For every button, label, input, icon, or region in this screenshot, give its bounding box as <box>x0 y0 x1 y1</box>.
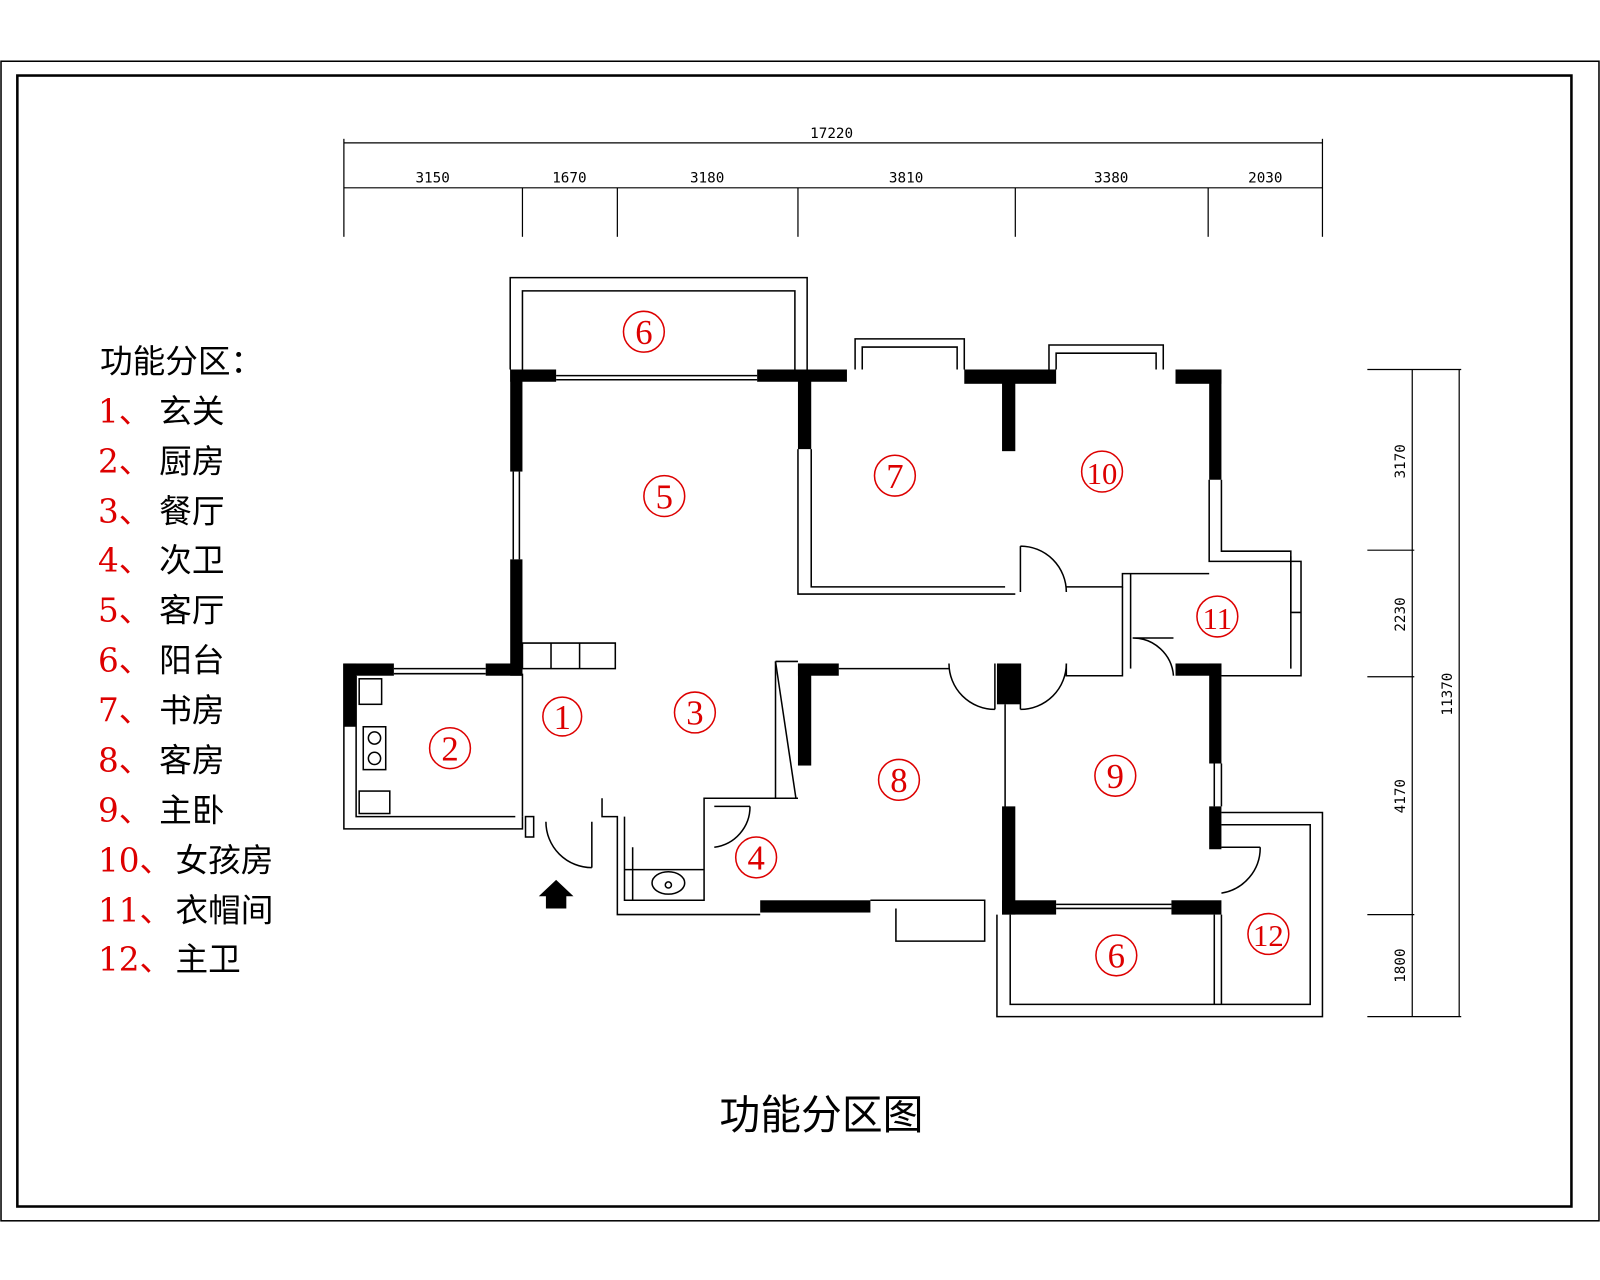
svg-text:8、: 8、 <box>98 742 151 780</box>
top-dimension-chain <box>343 138 1324 237</box>
svg-text:阳台: 阳台 <box>159 642 224 680</box>
svg-text:3: 3 <box>686 694 703 733</box>
svg-text:主卫: 主卫 <box>176 941 241 979</box>
inner-frame <box>16 74 1573 1208</box>
svg-text:12、: 12、 <box>98 941 172 979</box>
room-marker-10: 10 <box>1080 450 1124 493</box>
dim-right-1: 3170 <box>1393 444 1409 478</box>
room-marker-4: 4 <box>734 836 778 879</box>
dim-top-5: 3380 <box>1094 171 1128 187</box>
legend-item: 12、主卫 <box>98 941 241 979</box>
svg-text:书房: 书房 <box>159 692 224 730</box>
svg-text:10: 10 <box>1087 457 1118 491</box>
svg-text:7、: 7、 <box>98 692 151 730</box>
svg-text:7: 7 <box>886 457 903 496</box>
dim-top-2: 1670 <box>552 171 586 187</box>
dim-top-3: 3180 <box>690 171 724 187</box>
svg-text:12: 12 <box>1253 919 1284 953</box>
svg-text:客厅: 客厅 <box>159 592 224 630</box>
kitchen-stove <box>358 678 391 815</box>
svg-text:11、: 11、 <box>98 892 172 930</box>
dim-right-total: 11370 <box>1440 673 1456 716</box>
room-marker-12: 12 <box>1247 912 1290 956</box>
right-dimension-chain <box>1367 368 1462 1018</box>
svg-text:10、: 10、 <box>98 842 172 880</box>
outer-frame <box>0 60 1600 1222</box>
svg-text:11: 11 <box>1203 602 1232 636</box>
svg-text:6: 6 <box>635 313 652 352</box>
room-marker-6-top: 6 <box>622 310 666 353</box>
svg-text:厨房: 厨房 <box>159 443 224 481</box>
room-marker-2: 2 <box>428 727 472 770</box>
dim-top-4: 3810 <box>889 171 923 187</box>
svg-text:9: 9 <box>1107 757 1124 796</box>
legend-item: 11、衣帽间 <box>98 892 273 930</box>
room-marker-3: 3 <box>673 691 717 734</box>
room-marker-8: 8 <box>877 758 921 802</box>
svg-text:次卫: 次卫 <box>159 542 224 580</box>
legend-item: 1、玄关 <box>98 393 225 431</box>
legend-item: 3、餐厅 <box>98 493 225 531</box>
dim-right-3: 4170 <box>1393 779 1409 813</box>
legend-item: 6、阳台 <box>98 642 225 680</box>
legend-item: 9、主卧 <box>98 792 225 830</box>
room-marker-9: 9 <box>1094 754 1137 797</box>
svg-text:主卧: 主卧 <box>159 792 224 830</box>
dim-top-total: 17220 <box>810 126 853 142</box>
room-marker-1: 1 <box>542 696 583 737</box>
svg-text:1、: 1、 <box>98 393 151 431</box>
svg-text:6: 6 <box>1108 937 1125 976</box>
room-marker-6-bottom: 6 <box>1095 934 1138 977</box>
dim-right-4: 1800 <box>1393 948 1409 982</box>
drawing-title: 功能分区图 <box>719 1091 923 1139</box>
svg-text:玄关: 玄关 <box>159 393 224 431</box>
dim-top-1: 3150 <box>415 171 449 187</box>
svg-text:餐厅: 餐厅 <box>159 493 224 531</box>
doors <box>524 545 1261 894</box>
svg-text:6、: 6、 <box>98 642 151 680</box>
svg-text:客房: 客房 <box>159 742 224 780</box>
svg-text:衣帽间: 衣帽间 <box>176 892 274 930</box>
legend-item: 10、女孩房 <box>98 842 273 880</box>
dim-top-6: 2030 <box>1248 171 1282 187</box>
legend-item: 4、次卫 <box>98 542 225 580</box>
legend-heading: 功能分区： <box>100 343 263 381</box>
svg-text:5、: 5、 <box>98 592 151 630</box>
dim-right-2: 2230 <box>1393 597 1409 631</box>
svg-text:2: 2 <box>441 729 458 768</box>
room-marker-5: 5 <box>643 474 686 518</box>
legend-item: 2、厨房 <box>98 443 225 481</box>
washbasin <box>651 870 686 895</box>
svg-text:3、: 3、 <box>98 493 151 531</box>
svg-text:4、: 4、 <box>98 542 151 580</box>
room-marker-11: 11 <box>1196 595 1239 638</box>
walls <box>343 369 1222 915</box>
legend-item: 7、书房 <box>98 692 225 730</box>
svg-text:女孩房: 女孩房 <box>176 842 274 880</box>
entrance-arrow-icon <box>538 879 574 909</box>
svg-text:9、: 9、 <box>98 792 151 830</box>
svg-text:4: 4 <box>747 839 764 878</box>
svg-text:1: 1 <box>554 698 571 737</box>
svg-text:2、: 2、 <box>98 443 151 481</box>
room-marker-7: 7 <box>873 454 917 497</box>
svg-text:8: 8 <box>890 761 907 800</box>
legend-item: 5、客厅 <box>98 592 225 630</box>
svg-text:5: 5 <box>656 477 673 516</box>
legend: 功能分区： 1、玄关 2、厨房 3、餐厅 4、次卫 5、客厅 6、阳台 7、书房… <box>98 343 273 979</box>
legend-item: 8、客房 <box>98 742 225 780</box>
